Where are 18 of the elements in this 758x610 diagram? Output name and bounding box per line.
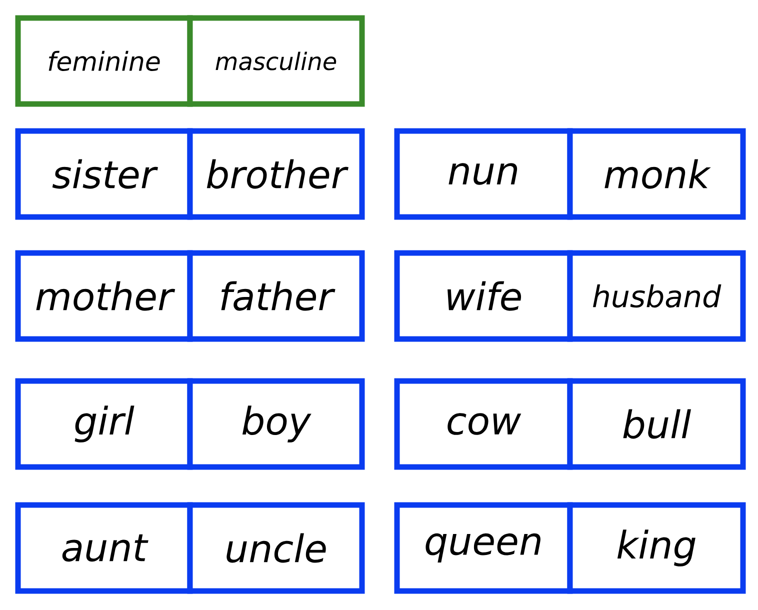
word-cell: husband [567, 250, 746, 342]
word-cell: sister [15, 128, 193, 220]
word-cell: mother [15, 250, 193, 342]
word-cell: king [567, 502, 746, 594]
word-cell: boy [187, 378, 365, 470]
word-cell: masculine [187, 15, 365, 107]
word-cell: aunt [15, 502, 193, 594]
word-cell: monk [567, 128, 746, 220]
word-cell: nun [394, 128, 573, 220]
word-cell: girl [15, 378, 193, 470]
word-cell: bull [567, 378, 746, 470]
word-cell: cow [394, 378, 573, 470]
word-cell: wife [394, 250, 573, 342]
word-cell: feminine [15, 15, 193, 107]
word-cell: father [187, 250, 365, 342]
word-cell: queen [394, 502, 573, 594]
word-cell: brother [187, 128, 365, 220]
word-cell: uncle [187, 502, 365, 594]
